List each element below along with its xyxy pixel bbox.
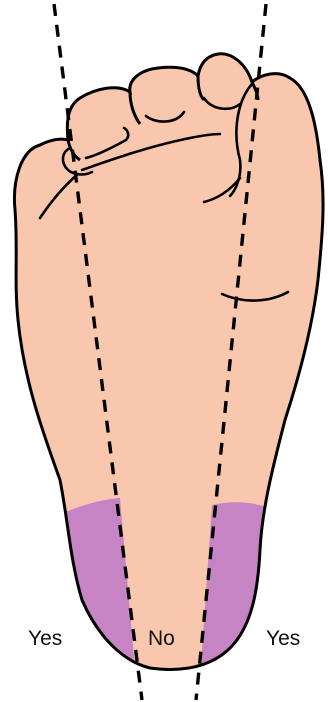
heel-zone-right bbox=[200, 502, 275, 680]
zone-label-right: Yes bbox=[266, 628, 300, 649]
foot-sole bbox=[14, 54, 323, 670]
zone-label-left: Yes bbox=[28, 628, 62, 649]
zone-label-middle: No bbox=[148, 628, 175, 649]
